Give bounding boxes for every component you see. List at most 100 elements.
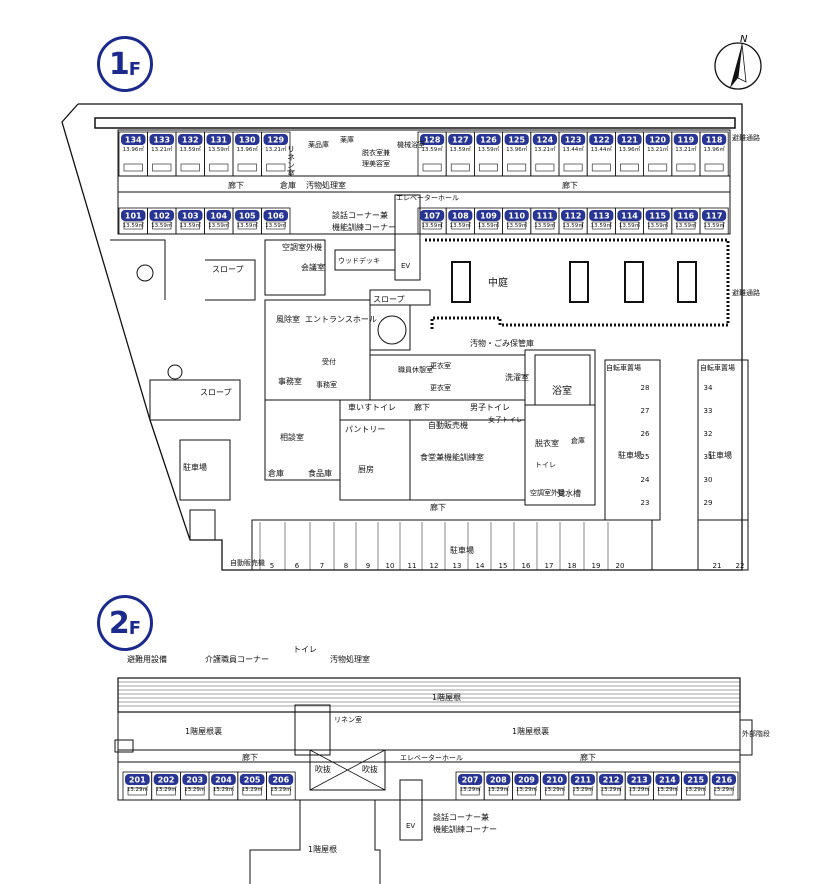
bed-icon	[422, 163, 442, 172]
f1-label-parking-right2: 駐車場	[708, 450, 732, 460]
f2-label-elevator-hall: エレベーターホール	[400, 753, 463, 762]
room-number-badge	[235, 210, 260, 221]
room-number-badge	[268, 774, 294, 785]
bed-icon	[450, 163, 470, 172]
room-number-badge	[702, 210, 727, 221]
room-number-badge	[599, 774, 624, 785]
parking-space-number: 7	[320, 562, 324, 570]
room-area: 13.59㎡	[237, 221, 259, 229]
floor-1f-suffix: F	[128, 58, 142, 80]
f1-label-ladies-toilet: 女子トイレ	[488, 415, 523, 424]
room-number-badge	[673, 210, 698, 221]
parking-space-number: 26	[641, 430, 650, 438]
f2-label-soiled: 汚物処理室	[330, 654, 370, 664]
bed-icon	[127, 787, 148, 796]
f1-label-mens-toilet: 男子トイレ	[470, 403, 510, 412]
room-area: 13.96㎡	[619, 145, 641, 153]
bed-icon	[676, 163, 696, 172]
parking-space-number: 19	[592, 562, 601, 570]
room-number-badge	[514, 774, 539, 785]
f1-label-office2: 事務室	[316, 380, 337, 389]
room-number: 110	[508, 212, 525, 221]
room-number: 118	[706, 136, 723, 145]
f1-label-wheelchair-toilet: 車いすトイレ	[348, 402, 396, 412]
f2-label-linen: リネン室	[334, 715, 362, 724]
room-area: 13.21㎡	[675, 145, 697, 153]
room-area: 13.59㎡	[265, 221, 287, 229]
parking-space-number: 14	[476, 562, 485, 570]
room-area: 13.59㎡	[123, 221, 145, 229]
bed-icon	[209, 221, 229, 230]
parking-space-number: 23	[641, 499, 650, 507]
bed-icon	[535, 163, 555, 172]
room-area: 13.59㎡	[619, 221, 641, 229]
f2-label-attic-right: 1階屋根裏	[512, 726, 549, 736]
f1-label-parking-left: 駐車場	[183, 462, 207, 472]
bed-icon	[180, 163, 200, 172]
room-area: 13.59㎡	[534, 221, 556, 229]
room-outline	[709, 771, 739, 801]
room-number: 101	[125, 212, 142, 221]
room-number: 213	[631, 776, 648, 785]
f1-label-medicine: 薬品庫	[308, 140, 329, 149]
room-area: 13.59㎡	[180, 221, 202, 229]
room-number: 105	[239, 212, 256, 221]
parking-space-number: 25	[641, 453, 650, 461]
f2-label-attic-left: 1階屋根裏	[185, 726, 222, 736]
f1-label-corridor-left: 廊下	[228, 180, 244, 190]
f1-label-windbreak: 風除室	[276, 314, 300, 324]
f1-label-bicycle1: 自転車置場	[606, 363, 641, 372]
parking-space-number: 18	[568, 562, 577, 570]
bed-icon	[686, 787, 706, 796]
bed-icon	[563, 221, 583, 230]
f1-label-parking-right1: 駐車場	[618, 450, 642, 460]
room-number: 207	[462, 776, 479, 785]
room-outline	[266, 771, 296, 801]
f1-rooms-bottom-left: 10113.59㎡10213.59㎡10313.59㎡10413.59㎡1051…	[118, 207, 291, 235]
room-number: 115	[649, 212, 666, 221]
room-area: 13.96㎡	[506, 145, 528, 153]
f1-label-vending: 自動販売機	[428, 420, 468, 430]
room-area: 13.59㎡	[478, 221, 500, 229]
parking-space-number: 9	[366, 562, 370, 570]
bed-icon	[460, 787, 480, 796]
room-number: 119	[678, 136, 695, 145]
compass-needle-outline	[737, 43, 747, 83]
f1-label-aircon2: 空調室外機	[530, 488, 565, 497]
room-number-badge	[182, 774, 208, 785]
room-number: 120	[649, 136, 666, 145]
room-number: 203	[186, 776, 203, 785]
bed-icon	[422, 221, 442, 230]
room-area: 13.29㎡	[657, 785, 679, 793]
f1-label-garbage: 汚物・ごみ保管庫	[470, 338, 534, 348]
parking-space-number: 5	[270, 562, 274, 570]
room-outline	[699, 131, 729, 177]
compass-needle-icon	[730, 44, 742, 88]
parking-space-number: 28	[641, 384, 650, 392]
f1-label-dining: 食堂兼機能訓練室	[420, 452, 484, 462]
f1-label-office: 事務室	[278, 376, 302, 386]
room-number: 212	[603, 776, 620, 785]
bed-icon	[704, 163, 724, 172]
room-number: 107	[424, 212, 441, 221]
room-number-badge	[235, 134, 260, 145]
parking-space-number: 17	[545, 562, 554, 570]
room-number-badge	[263, 134, 288, 145]
